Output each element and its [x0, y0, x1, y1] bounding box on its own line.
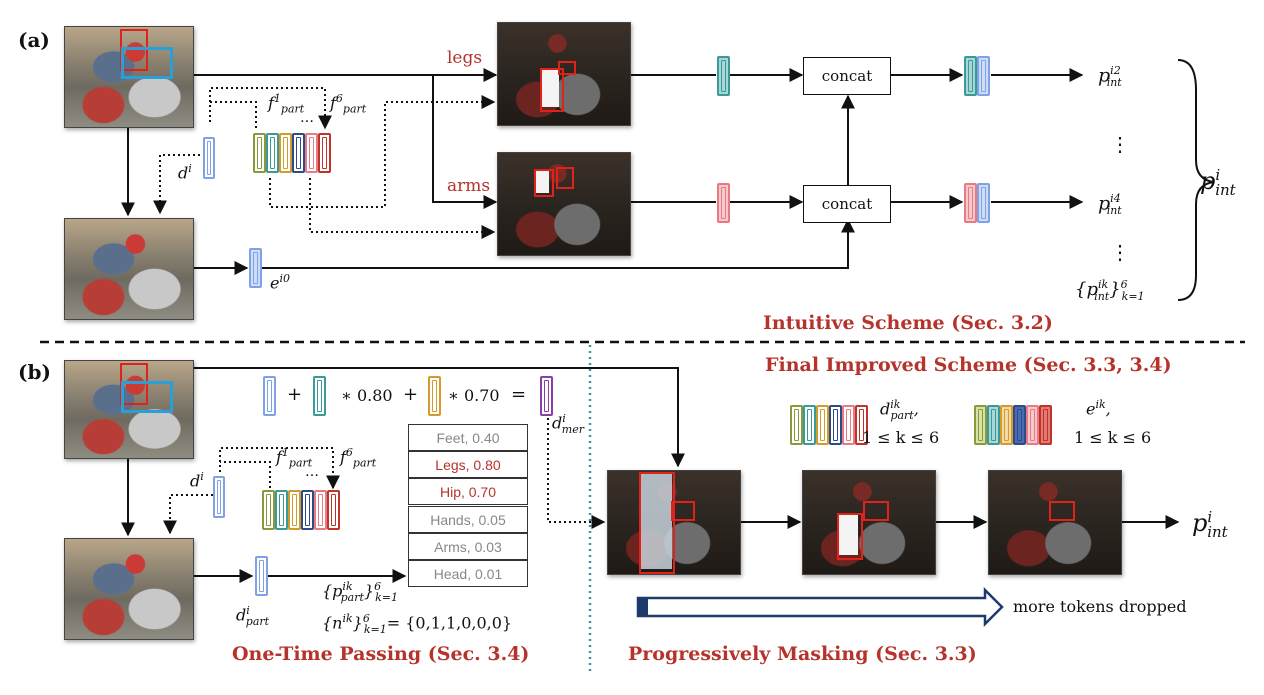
p-int-i2-label: pi2int — [1098, 64, 1122, 90]
table-row: Hip, 0.70 — [408, 478, 528, 505]
arms-out-token-2 — [977, 183, 990, 223]
panel-a-label: (a) — [18, 28, 50, 52]
p-int-set-label: {pikint}6k=1 — [1075, 278, 1145, 303]
f-part-ellipsis-a: … — [300, 110, 314, 126]
formula-times-2: ∗ 0.70 — [448, 386, 500, 405]
d-token-a — [203, 137, 215, 179]
k-range-2: 1 ≤ k ≤ 6 — [1074, 428, 1152, 447]
formula-plus-2: + — [403, 384, 419, 405]
d-mer-label: dimer — [552, 412, 584, 436]
f-part-1-label-a: f1part — [268, 92, 305, 116]
legs-out-token-1 — [964, 56, 977, 96]
vertical-ellipsis-2: ⋮ — [1110, 240, 1130, 264]
final-scheme-title: Final Improved Scheme (Sec. 3.3, 3.4) — [765, 354, 1172, 376]
progress-arrow — [636, 586, 1004, 628]
f-part-6-label-a: f6part — [330, 92, 367, 116]
legs-feature-token — [717, 56, 730, 96]
concat-box-bottom: concat — [803, 185, 891, 223]
masked-image-step-1 — [607, 470, 741, 575]
f-part-ellipsis-b: … — [305, 464, 319, 480]
legs-masked-image — [497, 22, 631, 126]
right-brace — [1177, 59, 1215, 301]
input-image-bottom-a — [64, 218, 194, 320]
input-image-bottom-b — [64, 538, 194, 640]
p-int-final-label-b: piint — [1192, 508, 1228, 541]
table-row: Legs, 0.80 — [408, 451, 528, 478]
arms-masked-image — [497, 152, 631, 256]
arrow-to-arms — [432, 75, 498, 209]
formula-token-merged — [540, 376, 553, 416]
one-time-passing-title: One-Time Passing (Sec. 3.4) — [232, 643, 530, 665]
table-row: Hands, 0.05 — [408, 506, 528, 533]
intuitive-scheme-title: Intuitive Scheme (Sec. 3.2) — [763, 312, 1053, 334]
k-range-1: 1 ≤ k ≤ 6 — [862, 428, 940, 447]
progressive-masking-title: Progressively Masking (Sec. 3.3) — [628, 643, 977, 665]
d-part-token — [255, 556, 268, 596]
panel-b-label: (b) — [18, 360, 51, 384]
p-int-i4-label: pi4int — [1098, 192, 1122, 218]
d-token-b — [213, 476, 225, 518]
table-row: Head, 0.01 — [408, 560, 528, 587]
f-part-1-label-b: f1part — [276, 446, 313, 470]
masked-image-step-3 — [988, 470, 1122, 575]
p-part-set-label: {pikpart}6k=1 — [322, 580, 398, 604]
masked-image-step-2 — [802, 470, 936, 575]
d-label-b: di — [190, 470, 204, 491]
formula-plus-1: + — [287, 384, 303, 405]
d-part-ik-label: dikpart, — [880, 398, 919, 422]
table-row: Arms, 0.03 — [408, 533, 528, 560]
part-score-table: Feet, 0.40 Legs, 0.80 Hip, 0.70 Hands, 0… — [408, 424, 528, 590]
e-label: ei0 — [270, 272, 290, 293]
p-int-final-label-a: piint — [1200, 166, 1236, 199]
table-row: Feet, 0.40 — [408, 424, 528, 451]
e-token — [249, 248, 262, 288]
f-part-6-label-b: f6part — [340, 446, 377, 470]
d-label-a: di — [178, 162, 192, 183]
formula-token-hip — [428, 376, 441, 416]
arrow-e-to-concat — [258, 218, 855, 269]
arms-label: arms — [447, 176, 491, 196]
input-image-top-a — [64, 26, 194, 128]
arms-out-token-1 — [964, 183, 977, 223]
formula-equals: = — [511, 384, 527, 405]
formula-token-d — [263, 376, 276, 416]
more-tokens-label: more tokens dropped — [1013, 597, 1187, 616]
vertical-ellipsis-1: ⋮ — [1110, 132, 1130, 156]
arms-feature-token — [717, 183, 730, 223]
n-set-label: {nik}6k=1= {0,1,1,0,0,0} — [322, 612, 513, 636]
formula-times-1: ∗ 0.80 — [341, 386, 393, 405]
legs-label: legs — [447, 48, 483, 68]
legs-out-token-2 — [977, 56, 990, 96]
formula-token-legs — [313, 376, 326, 416]
d-part-label: dipart — [236, 604, 270, 628]
concat-box-top: concat — [803, 57, 891, 95]
input-image-top-b — [64, 360, 194, 459]
e-ik-label: eik, — [1086, 398, 1111, 419]
